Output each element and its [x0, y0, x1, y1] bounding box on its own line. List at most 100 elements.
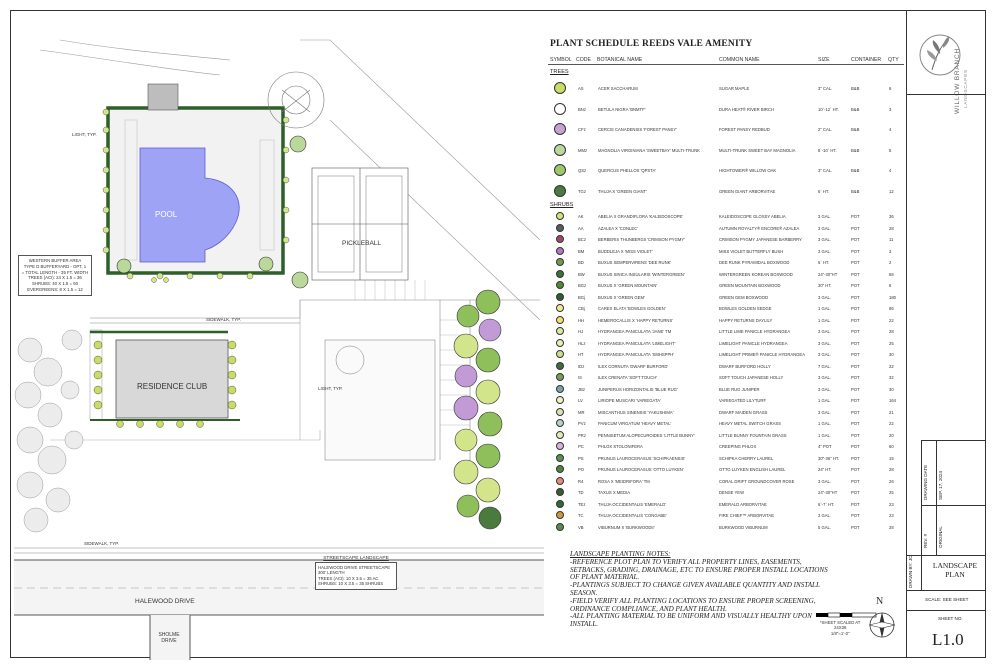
shrub-container: POT	[851, 432, 860, 438]
tree-container: B&B	[851, 147, 860, 153]
shrub-code: TD	[578, 490, 584, 495]
shrub-size: 3 GAL.	[818, 478, 832, 484]
shrub-common: DWARF BURFORD HOLLY	[719, 363, 771, 369]
shrub-code: AK	[578, 214, 584, 219]
shrub-common: WINTERGREEN KOREAN BOXWOOD	[719, 271, 793, 277]
shrub-common: SOFT TOUCH JAPANESE HOLLY	[719, 375, 784, 380]
shrub-qty: 6	[889, 283, 892, 288]
shrub-container: POT	[851, 363, 860, 369]
tree-botanical: QUERCUS PHELLOS 'QPSTA'	[598, 168, 657, 174]
shrub-qty: 28	[889, 524, 894, 530]
shrub-container: POT	[851, 214, 860, 219]
shrub-botanical: JUNIPERUS HORIZONTALIS 'BLUE RUG'	[598, 386, 678, 392]
shrub-common: DWARF MAIDEN GRASS	[719, 409, 768, 415]
shrub-code: VB	[578, 524, 584, 530]
parking-lot	[324, 300, 471, 470]
shrub-size: 3 GAL.	[818, 214, 832, 219]
buffer-note-line: EVERGREENS: 8 X 1.5 = 12	[27, 286, 83, 292]
pool-shape	[139, 147, 240, 263]
residence-club	[89, 329, 240, 421]
buffer-note-line: WESTERN BUFFER AREA	[28, 258, 82, 263]
note-item: -REFERENCE PLOT PLAN TO VERIFY ALL PROPE…	[570, 557, 828, 582]
tree-qty: 3	[889, 106, 892, 112]
shrub-container: POT	[851, 306, 860, 311]
shrub-botanical: THUJA OCCIDENTALIS 'EMERALD'	[598, 501, 667, 507]
shrub-common: GREEN GEM BOXWOOD	[719, 294, 769, 300]
tree-code: QSz	[578, 168, 587, 174]
shrub-botanical: BUDDLEJA X 'MISS VIOLET'	[598, 248, 653, 254]
site-plan	[14, 39, 544, 660]
shrub-container: POT	[851, 260, 860, 265]
drawn-by: DRAWN BY: JC	[908, 555, 913, 589]
tree-symbol-icon	[554, 123, 566, 136]
shrub-code: PO	[578, 467, 585, 472]
streetscape-box: HALEWOOD DRIVE STREETSCAPE 300' LENGTH T…	[315, 561, 397, 590]
shrub-botanical: BUXUS X 'GREEN GEM'	[598, 294, 645, 300]
shrub-size: 3 GAL.	[818, 386, 832, 392]
sholme-drive-label: SHOLME DRIVE	[158, 632, 180, 644]
willow-branch-logo-icon	[919, 34, 961, 76]
shrub-code: HJ	[578, 329, 584, 334]
streetscape-line: HALEWOOD DRIVE STREETSCAPE	[318, 564, 391, 570]
note-item: -ALL PLANTING MATERIAL TO BE UNIFORM AND…	[570, 612, 812, 629]
shrub-code: IDz	[578, 363, 585, 369]
tree-qty: 5	[889, 147, 892, 153]
shrub-botanical: ILEX CRENATA 'SOFT TOUCH'	[598, 375, 658, 380]
shrub-qty: 26	[889, 478, 894, 484]
sheet-no-label: SHEET NO.	[938, 616, 963, 621]
shrub-qty: 164	[889, 398, 896, 403]
shrub-botanical: HYDRANGEA PANICULATA 'JANE' TM	[598, 329, 672, 334]
shrub-symbol-icon	[556, 396, 564, 404]
shrub-container: POT	[851, 444, 860, 449]
shrub-code: BCz	[578, 237, 586, 242]
shrub-symbol-icon	[556, 327, 564, 335]
entry-drive	[39, 39, 231, 76]
shrub-container: POT	[851, 340, 860, 346]
tree-botanical: BETULA NIGRA 'BNMTF'	[598, 106, 646, 112]
shrub-botanical: ROSA X 'MEIDRIFORA' TM	[598, 478, 650, 484]
tree-botanical: MAGNOLIA VIRGINIANA 'SWEETBAY' MULTI-TRU…	[598, 147, 700, 153]
streetscape-line: 300' LENGTH	[318, 570, 345, 576]
shrub-size: 1 GAL.	[818, 306, 832, 311]
shrub-container: POT	[851, 225, 860, 231]
shrub-common: LIMELIGHT PRIME® PANICLE HYDRANGEA	[719, 352, 806, 357]
scale-note-line: 24X36	[834, 625, 847, 631]
shrub-botanical: MISCANTHUS SINENSIS 'YAKUSHIMA'	[598, 409, 674, 415]
shrub-code: HH	[578, 317, 585, 323]
shrub-botanical: BUXUS SINICA INSULARIS 'WINTERGREEN'	[598, 271, 685, 277]
halewood-drive-road	[14, 559, 544, 616]
shrub-qty: 15	[889, 455, 894, 461]
shrub-code: BD	[578, 260, 584, 265]
shrub-qty: 30	[889, 386, 894, 392]
tree-code: TGz	[578, 189, 586, 194]
streetscape-title: STREETSCAPE LANDSCAPE	[323, 556, 389, 561]
tree-common: GREEN GIANT ARBORVITAE	[719, 189, 776, 194]
shrub-symbol-icon	[556, 373, 564, 381]
light-label: LIGHT, TYP.	[72, 132, 97, 137]
header-symbol: SYMBOL	[550, 57, 572, 63]
streetscape-line: SHRUBS: 10 X 3.5 = 35 SHRUBS	[318, 581, 384, 587]
shrub-symbol-icon	[556, 246, 564, 255]
tree-container: B&B	[851, 127, 860, 133]
shrub-code: TEz	[578, 501, 586, 507]
shrub-size: 3 GAL.	[818, 375, 832, 380]
shrub-size: 7 GAL.	[818, 363, 832, 369]
shrub-code: HLz	[578, 340, 586, 346]
tb-divider	[906, 610, 986, 611]
pool-shrubs	[102, 108, 290, 283]
sidewalk-path	[14, 547, 544, 554]
shrub-qty: 11	[889, 237, 894, 242]
tree-size: 10`-12` HT.	[818, 106, 839, 112]
shrub-code: PRz	[578, 432, 586, 438]
shrub-qty: 3	[889, 248, 892, 254]
